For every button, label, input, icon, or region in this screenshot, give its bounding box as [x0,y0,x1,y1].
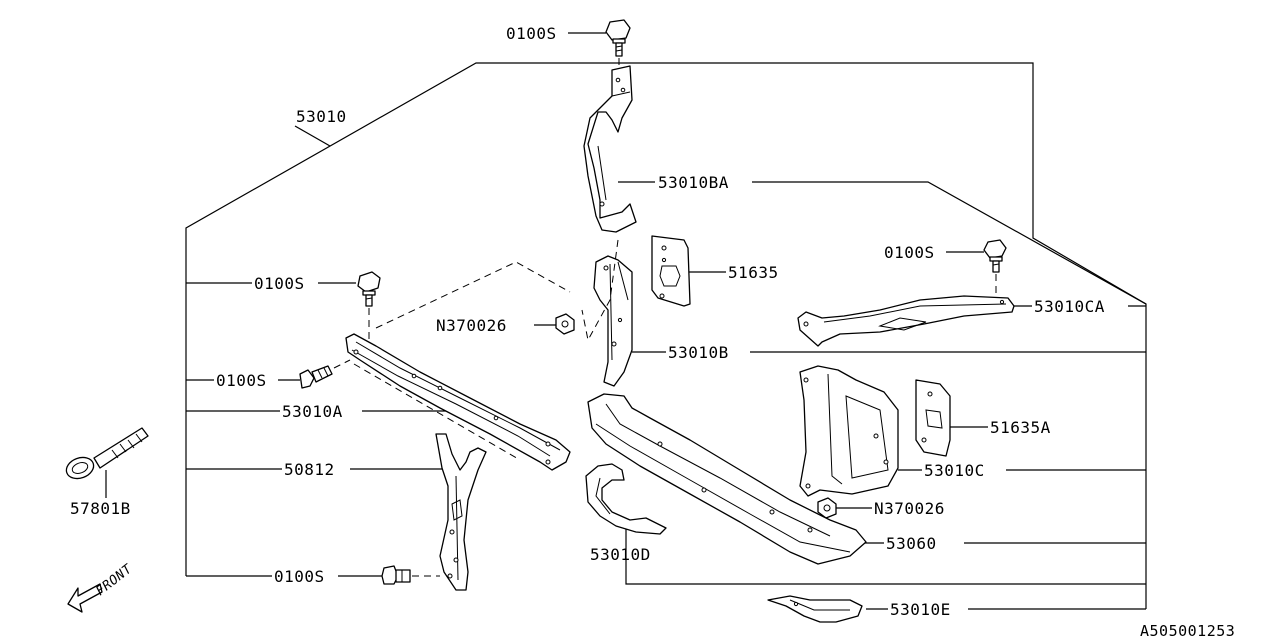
label-upper-bracket: 53010BA [658,173,729,192]
upper-right-bracket-part [797,295,1015,347]
leader-lines [105,32,1147,610]
bolt-left-1-icon [357,271,381,342]
bolt-left-3-icon [381,565,440,585]
side-bracket-right-part [799,365,899,497]
label-lock-stay: 50812 [284,460,335,479]
label-lower-member: 53060 [886,534,937,553]
upper-bracket-part [583,65,637,233]
lower-bracket-right-part [767,595,863,623]
nut-left-icon [555,313,575,335]
label-bolt-left-2: 0100S [216,371,267,390]
lower-bracket-part [585,463,667,535]
plate-part [651,235,691,307]
upper-member-part [345,261,571,471]
label-bolt-left-3: 0100S [274,567,325,586]
label-bolt-left-1: 0100S [254,274,305,293]
lower-member-part [587,393,867,565]
front-label: FRONT [93,561,136,599]
label-side-bracket: 53010B [668,343,729,362]
label-plate: 51635 [728,263,779,282]
nut-right-icon [817,497,837,519]
tow-hook-part [65,427,149,480]
side-bracket-part [581,239,633,387]
plate-right-part [915,379,951,457]
part-labels: 0100S 53010 53010BA 51635 N370026 53010B… [70,24,1235,640]
label-tow-hook: 57801B [70,499,131,518]
bolt-right-icon [983,239,1007,298]
label-nut-left: N370026 [436,316,507,335]
diagram-code: A505001253 [1140,622,1235,640]
label-bolt-top: 0100S [506,24,557,43]
front-arrow-icon [67,583,103,613]
label-side-bracket-right: 53010C [924,461,985,480]
bolt-left-2-icon [299,359,351,389]
label-lower-bracket: 53010D [590,545,651,564]
bolt-top-icon [605,19,631,80]
label-nut-right: N370026 [874,499,945,518]
label-lower-bracket-right: 53010E [890,600,951,619]
label-plate-right: 51635A [990,418,1051,437]
label-bolt-right: 0100S [884,243,935,262]
label-upper-right: 53010CA [1034,297,1105,316]
label-upper-member: 53010A [282,402,343,421]
label-assembly: 53010 [296,107,347,126]
lock-stay-part [435,433,487,591]
